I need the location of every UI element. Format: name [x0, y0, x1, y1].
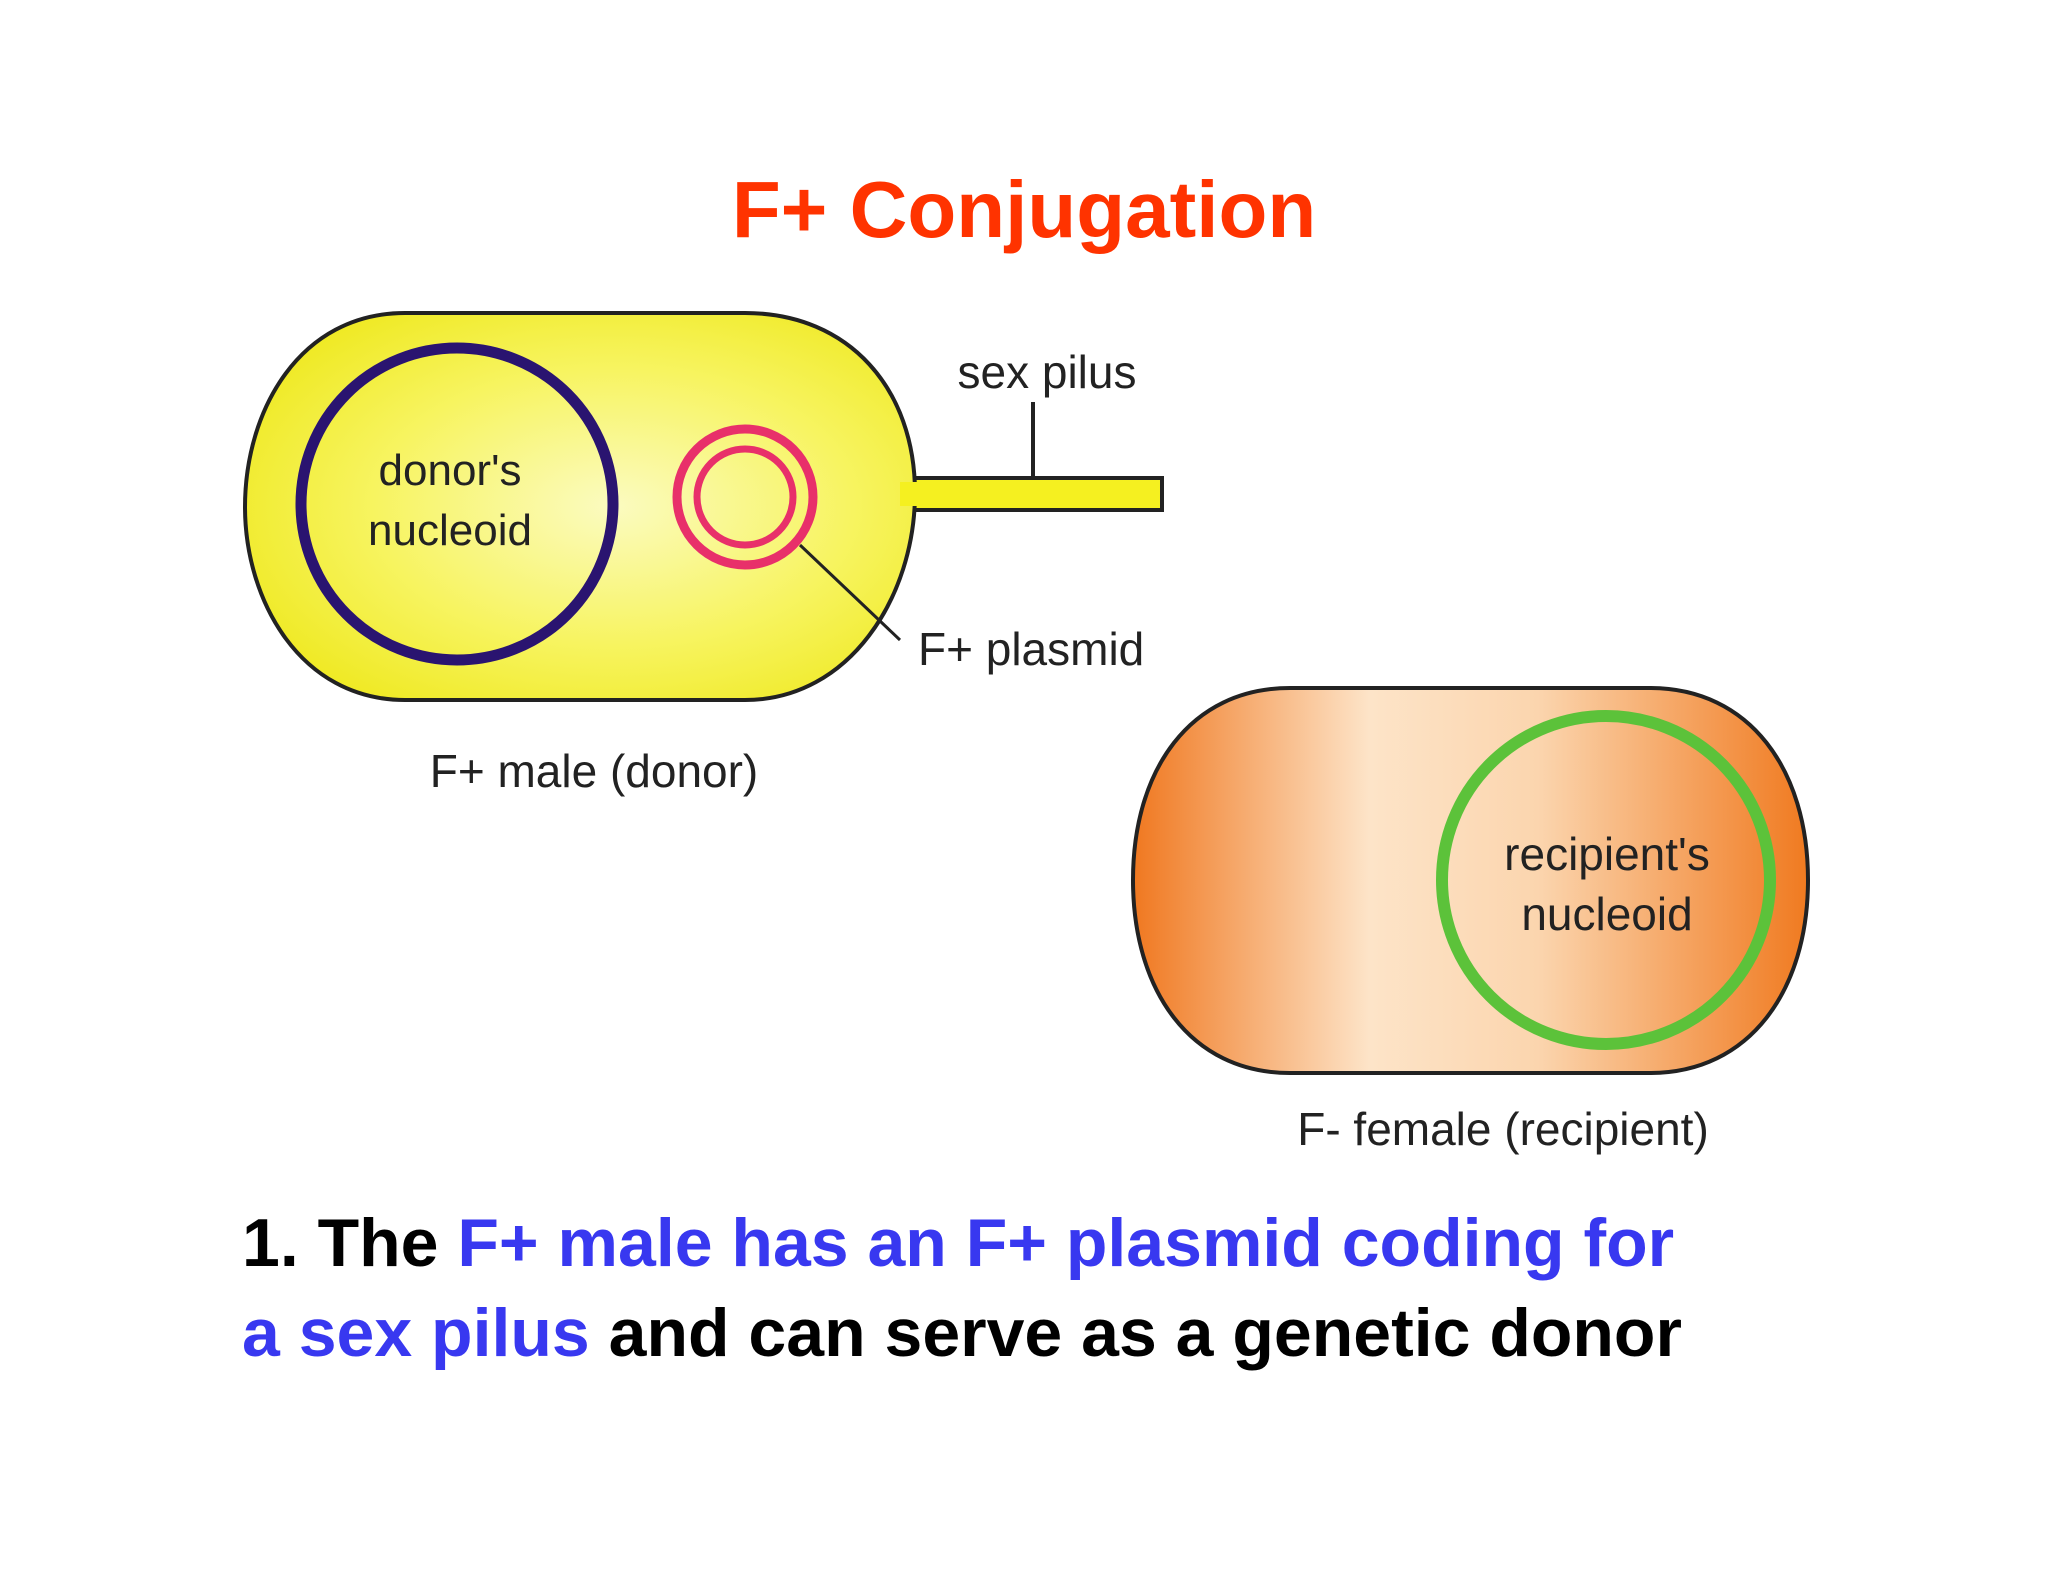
- sex-pilus: [903, 476, 1164, 512]
- donor-cell-body: [242, 311, 918, 702]
- donor-cell-label: F+ male (donor): [430, 745, 759, 797]
- donor-cell: donor's nucleoid: [242, 311, 1164, 702]
- recipient-nucleoid-label-2: nucleoid: [1521, 888, 1692, 940]
- f-plasmid: [672, 424, 818, 570]
- recipient-nucleoid-label: recipient's: [1504, 828, 1710, 880]
- donor-nucleoid: [295, 342, 619, 666]
- recipient-cell: recipient's nucleoid: [1130, 686, 1811, 1075]
- slide-title: F+ Conjugation: [731, 165, 1317, 254]
- f-plasmid-pointer: [798, 543, 902, 642]
- donor-nucleoid-label: donor's: [379, 446, 522, 495]
- caption-highlight-1: F+ male has an F+ plasmid coding for: [457, 1205, 1675, 1281]
- caption-suffix: and can serve as a genetic donor: [589, 1295, 1682, 1371]
- recipient-cell-label: F- female (recipient): [1297, 1103, 1709, 1155]
- f-plasmid-label: F+ plasmid: [918, 623, 1144, 675]
- caption: 1. The F+ male has an F+ plasmid coding …: [242, 1198, 1942, 1378]
- recipient-nucleoid: [1436, 710, 1776, 1050]
- caption-highlight-2: a sex pilus: [242, 1295, 590, 1371]
- recipient-cell-body: [1130, 686, 1811, 1075]
- donor-nucleoid-label-2: nucleoid: [368, 506, 532, 555]
- caption-prefix: 1. The: [242, 1205, 458, 1281]
- sex-pilus-label: sex pilus: [958, 346, 1137, 398]
